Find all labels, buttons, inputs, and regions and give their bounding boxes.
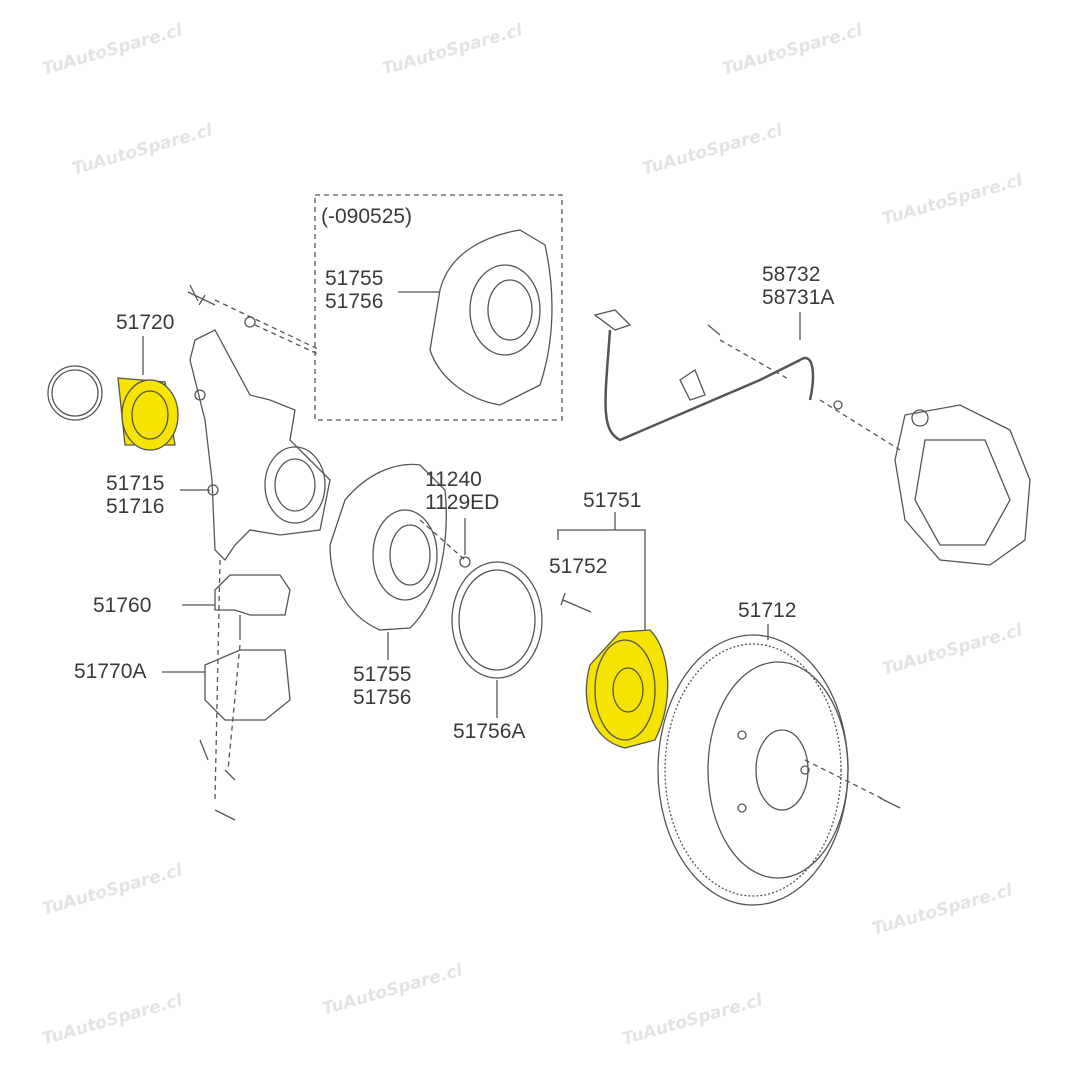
label-knuckle-a[interactable]: 51715 [106,472,165,495]
label-lower-shield-a[interactable]: 51755 [353,663,412,686]
lower-dust-shield [329,463,471,660]
label-hub-bolt[interactable]: 51752 [549,555,608,578]
label-bolt-a[interactable]: 11240 [425,468,482,491]
ball-joint [182,559,291,801]
brake-hose [593,309,901,451]
dust-seal [451,561,543,718]
label-date-range: (-090525) [321,205,413,228]
label-bolt-b[interactable]: 1129ED [425,491,500,514]
label-bearing[interactable]: 51720 [116,311,175,334]
upper-dust-shield [398,229,553,406]
label-hose-a[interactable]: 58732 [762,263,821,286]
label-seal[interactable]: 51756A [453,720,526,743]
label-disc[interactable]: 51712 [738,599,797,622]
label-knuckle-b[interactable]: 51716 [106,495,165,518]
label-lower-shield-b[interactable]: 51756 [353,686,412,709]
brake-disc [657,624,901,906]
wheel-bearing [117,336,179,451]
label-hub[interactable]: 51751 [583,489,642,512]
label-upper-shield-a[interactable]: 51755 [325,267,384,290]
brake-caliper [894,404,1031,566]
label-hose-b[interactable]: 58731A [762,286,835,309]
steering-knuckle [180,284,331,562]
label-ball-joint[interactable]: 51760 [93,594,152,617]
label-lower-arm[interactable]: 51770A [74,660,147,683]
variant-box [314,194,563,421]
wheel-hub [557,512,669,749]
label-upper-shield-b[interactable]: 51756 [325,290,384,313]
snap-ring [47,365,103,421]
lower-arm-bracket [162,649,291,821]
